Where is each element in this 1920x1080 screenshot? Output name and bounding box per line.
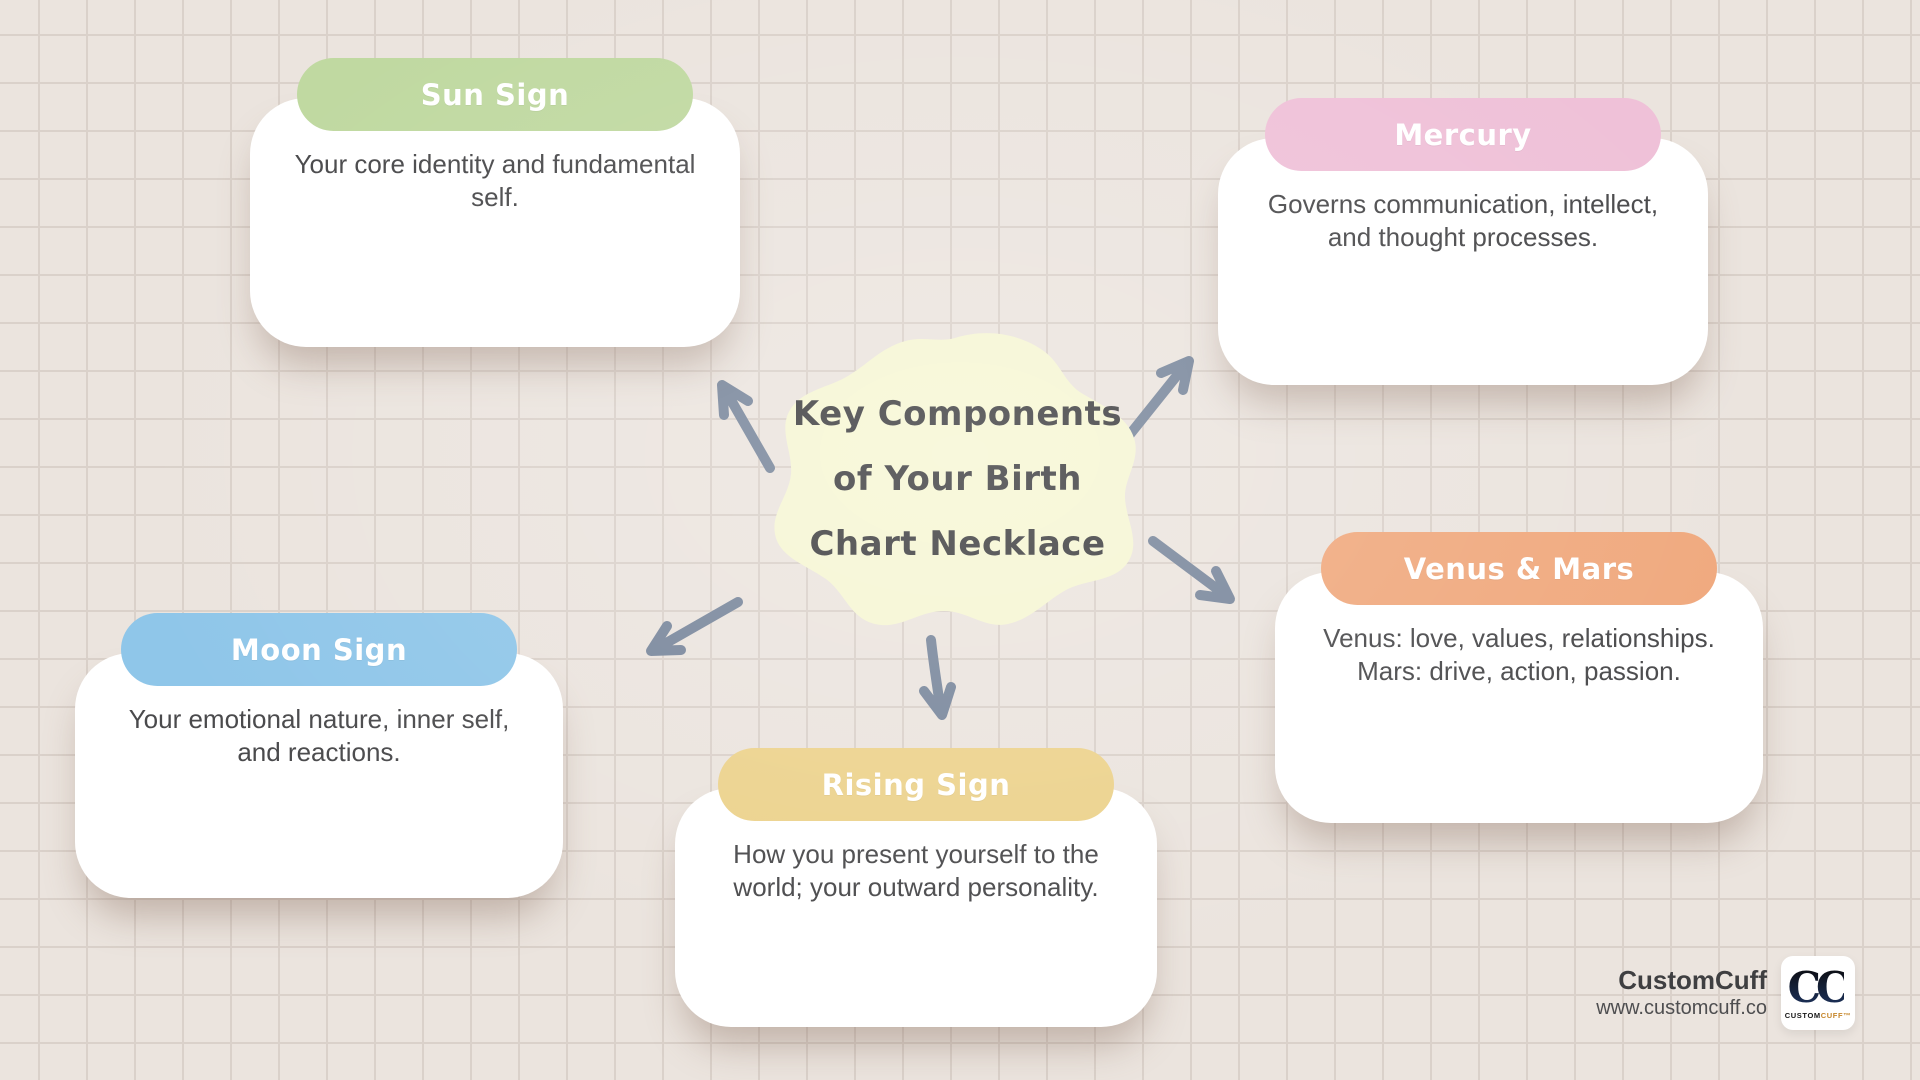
blob-path <box>774 333 1136 626</box>
blob-shape <box>774 333 1136 626</box>
card-title: Venus & Mars <box>1403 551 1635 586</box>
arrow-to-moon-sign-icon <box>646 597 743 656</box>
card-venus-mars-pill: Venus & Mars <box>1321 532 1717 605</box>
card-sun-sign: Sun Sign Your core identity and fundamen… <box>250 58 740 347</box>
logo-wordmark: CUSTOMCUFF™ <box>1785 1011 1851 1020</box>
card-title: Moon Sign <box>230 632 408 667</box>
center-topic-blob: Key Components of Your Birth Chart Neckl… <box>765 322 1150 634</box>
center-title-line: Chart Necklace <box>809 524 1106 564</box>
center-topic-title: Key Components of Your Birth Chart Neckl… <box>765 322 1150 634</box>
card-moon-sign-pill: Moon Sign <box>121 613 517 686</box>
card-description: Your emotional nature, inner self, and r… <box>128 704 510 767</box>
card-description: Governs communication, intellect, and th… <box>1267 189 1659 252</box>
brand-footer: CustomCuff www.customcuff.co CC CUSTOMCU… <box>1596 956 1855 1030</box>
card-description: Venus: love, values, relationships. Mars… <box>1323 623 1715 686</box>
card-title: Sun Sign <box>420 77 570 112</box>
cc-monogram-icon: CC <box>1787 962 1850 1012</box>
card-sun-sign-pill: Sun Sign <box>297 58 693 131</box>
center-title-line: of Your Birth <box>833 459 1082 499</box>
card-mercury: Mercury Governs communication, intellect… <box>1218 98 1708 385</box>
card-moon-sign: Moon Sign Your emotional nature, inner s… <box>75 613 563 898</box>
brand-name: CustomCuff <box>1618 965 1767 995</box>
card-title: Rising Sign <box>821 767 1011 802</box>
arrow-to-sun-sign-icon <box>717 380 775 473</box>
card-venus-mars: Venus & Mars Venus: love, values, relati… <box>1275 532 1763 823</box>
card-description: How you present yourself to the world; y… <box>733 839 1099 902</box>
card-description: Your core identity and fundamental self. <box>294 149 696 212</box>
card-rising-sign-pill: Rising Sign <box>718 748 1114 821</box>
card-mercury-pill: Mercury <box>1265 98 1661 171</box>
logo-wordmark-custom: CUSTOM <box>1784 1010 1821 1020</box>
arrow-to-venus-mars-icon <box>1148 536 1235 604</box>
center-title-line: Key Components <box>792 394 1123 434</box>
logo-wordmark-cuff: CUFF™ <box>1820 1010 1852 1020</box>
card-title: Mercury <box>1394 117 1532 152</box>
brand-url: www.customcuff.co <box>1596 997 1767 1019</box>
brand-text-block: CustomCuff www.customcuff.co <box>1596 965 1767 1021</box>
card-rising-sign: Rising Sign How you present yourself to … <box>675 748 1157 1027</box>
customcuff-logo: CC CUSTOMCUFF™ <box>1781 956 1855 1030</box>
arrow-to-rising-sign-icon <box>919 635 956 720</box>
